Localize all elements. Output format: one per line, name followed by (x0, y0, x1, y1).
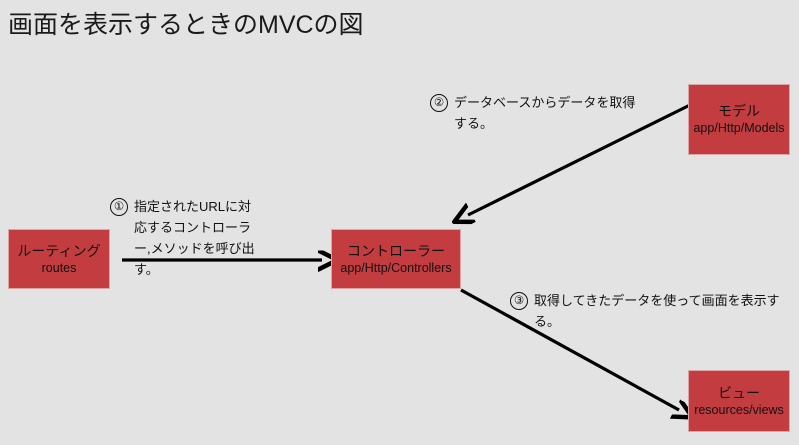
annotation-2-text: データベースからデータを取得する。 (454, 95, 636, 131)
annotation-3: ③ 取得してきたデータを使って画面を表示する。 (510, 290, 785, 332)
page-title: 画面を表示するときのMVCの図 (8, 11, 364, 39)
node-routes-label: ルーティング (17, 242, 101, 259)
node-controller[interactable]: コントローラー app/Http/Controllers (331, 229, 461, 289)
annotation-1-text: 指定されたURLに対応するコントローラー,メソッドを呼び出す。 (134, 199, 255, 277)
annotation-3-text: 取得してきたデータを使って画面を表示する。 (534, 293, 780, 329)
annotation-2-marker: ② (430, 94, 448, 112)
node-routes[interactable]: ルーティング routes (8, 229, 110, 289)
annotation-3-marker: ③ (510, 292, 528, 310)
node-routes-path: routes (41, 260, 77, 275)
node-view-path: resources/views (694, 402, 784, 417)
node-view[interactable]: ビュー resources/views (688, 370, 790, 432)
node-controller-path: app/Http/Controllers (340, 260, 452, 275)
node-model[interactable]: モデル app/Http/Models (688, 84, 790, 155)
annotation-2: ② データベースからデータを取得する。 (430, 92, 645, 134)
annotation-1-marker: ① (110, 198, 128, 216)
node-model-path: app/Http/Models (693, 121, 785, 135)
node-model-label: モデル (718, 103, 760, 119)
node-view-label: ビュー (718, 384, 760, 401)
annotation-1: ① 指定されたURLに対応するコントローラー,メソッドを呼び出す。 (110, 196, 255, 280)
node-controller-label: コントローラー (347, 242, 445, 259)
